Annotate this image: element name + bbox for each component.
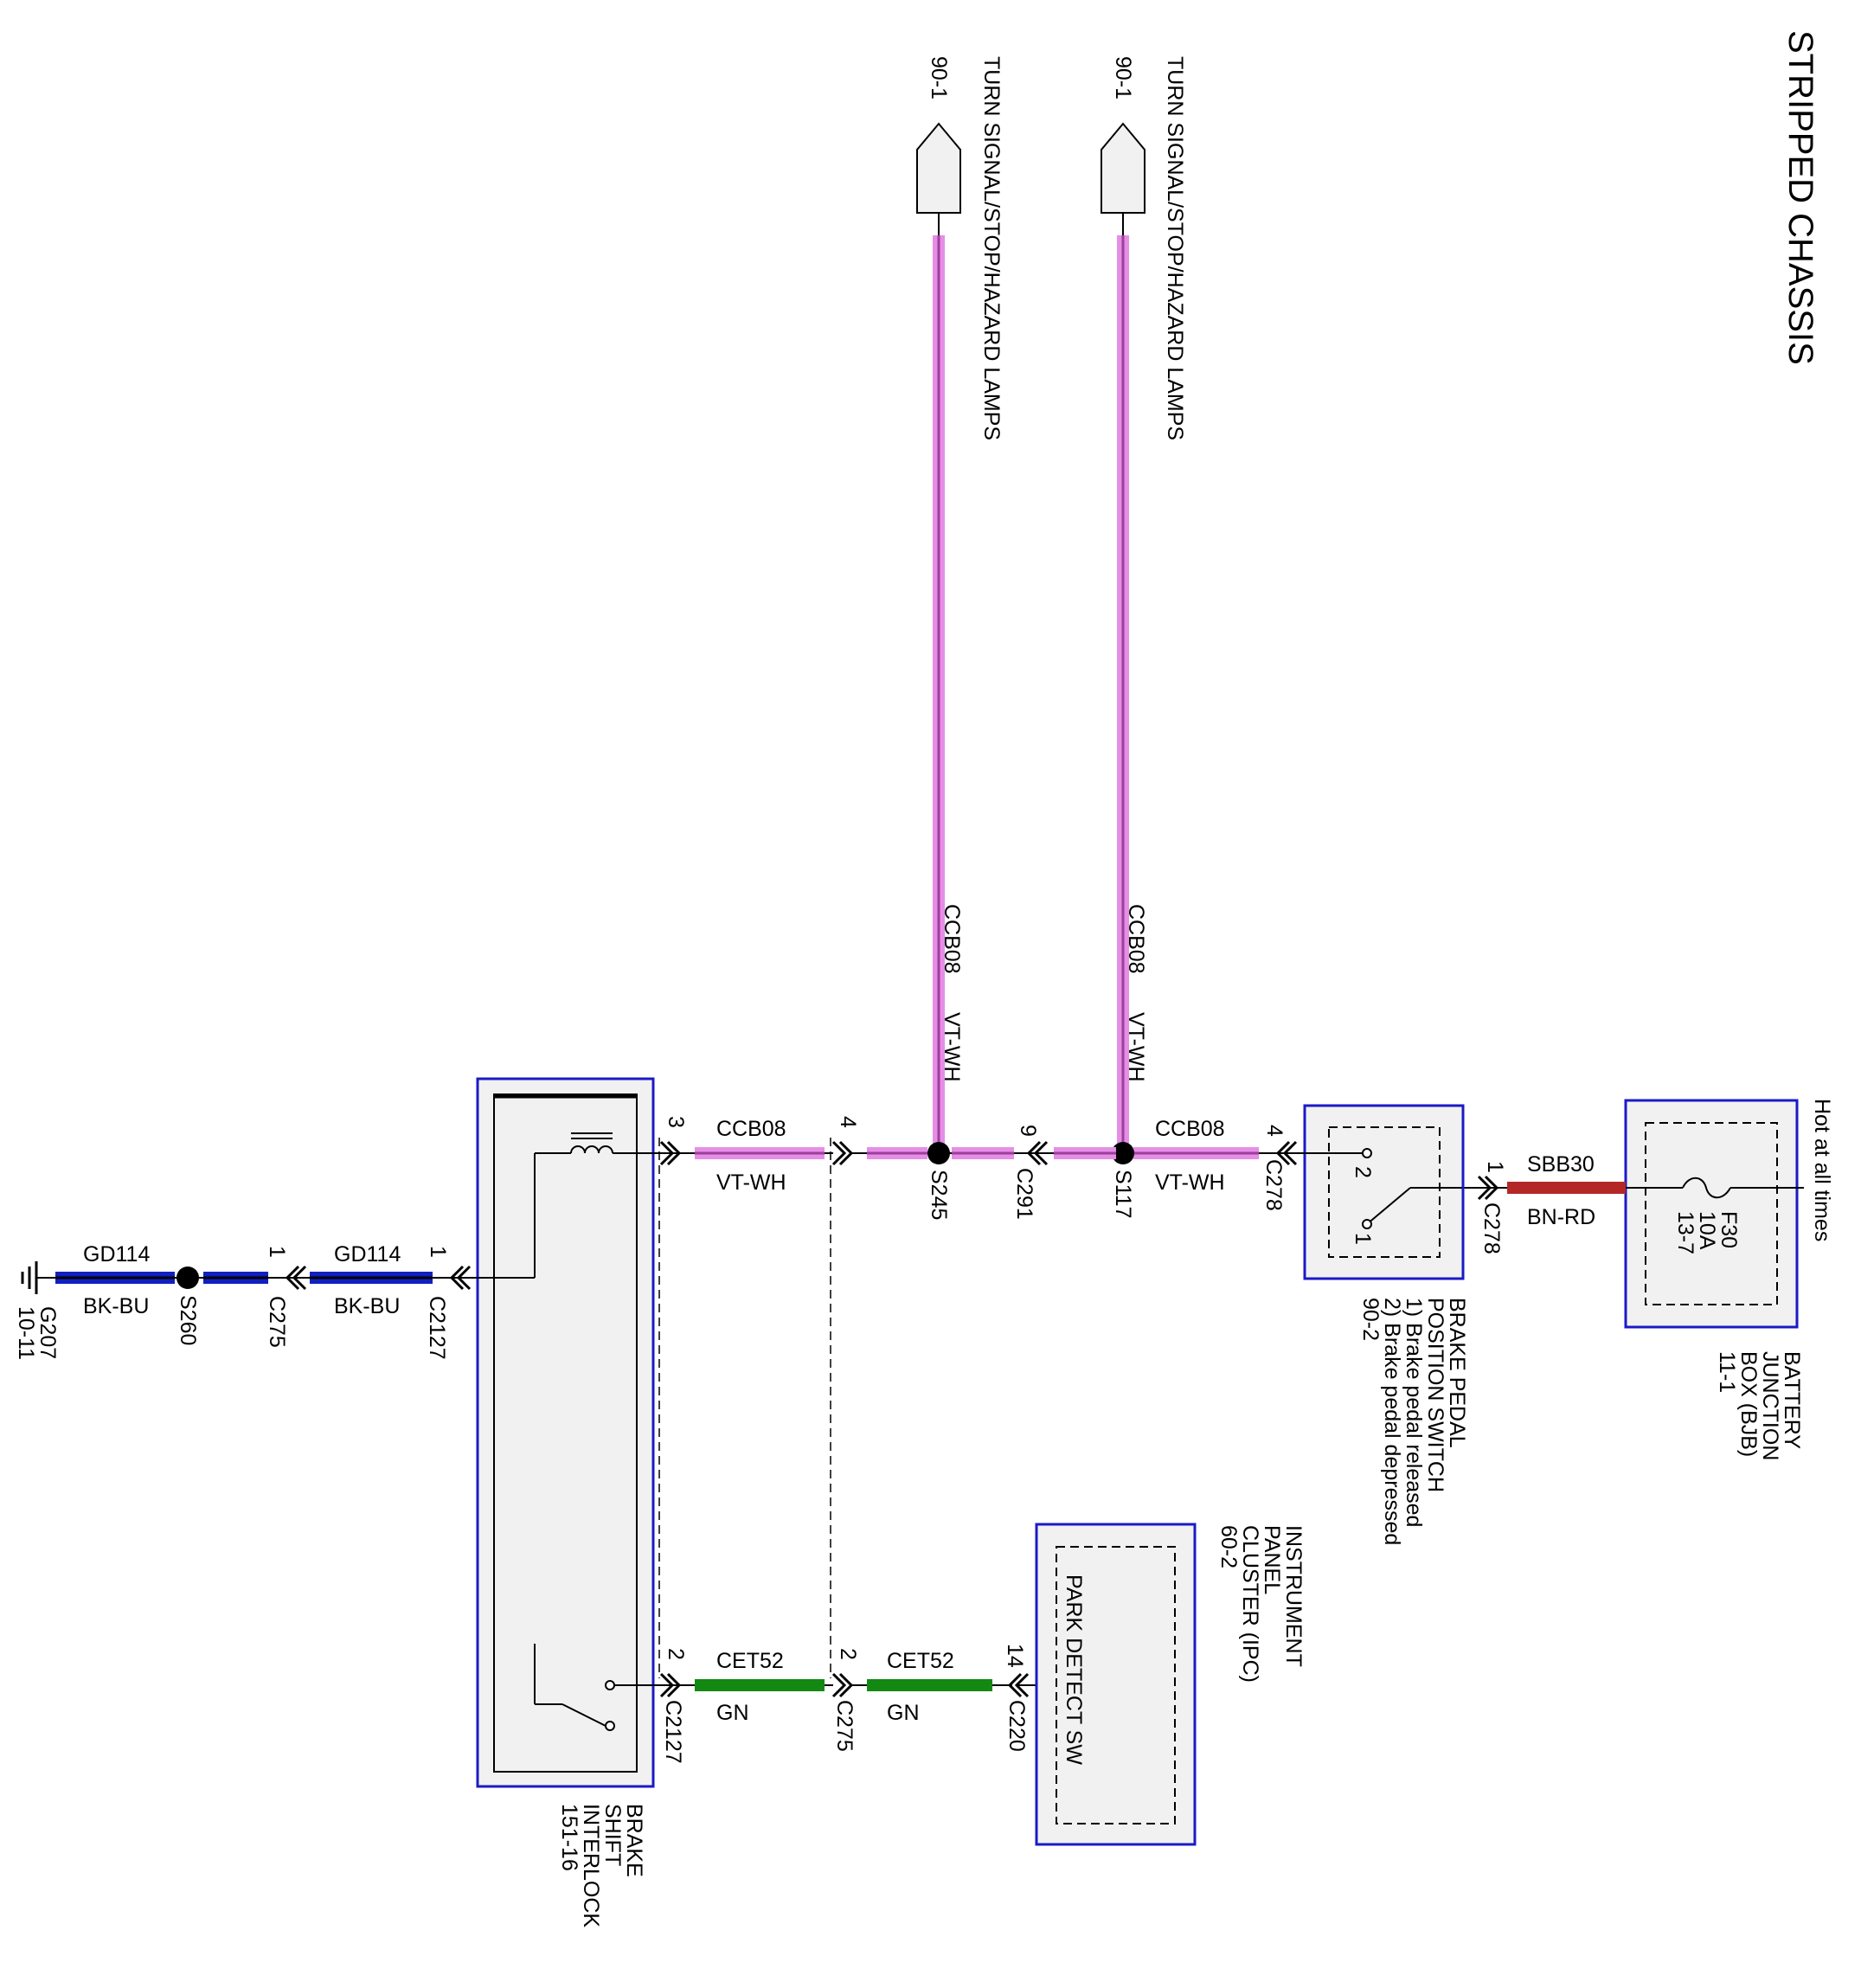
wire-ccb08-segment-c278-s117 bbox=[1123, 1147, 1280, 1159]
wire-color-label: VT-WH bbox=[1155, 1170, 1225, 1195]
connector-pin: 4 bbox=[1262, 1125, 1287, 1137]
bsi-label-line2: SHIFT bbox=[600, 1804, 625, 1866]
connector-id: C220 bbox=[1004, 1700, 1029, 1752]
connector-id: C275 bbox=[265, 1296, 289, 1348]
bpp-label-line3: 1) Brake pedal released bbox=[1402, 1298, 1426, 1527]
wire-color-label: BK-BU bbox=[83, 1294, 149, 1318]
reference-page-right: 90-1 bbox=[1111, 56, 1135, 99]
bpp-label-line5: 90-2 bbox=[1358, 1298, 1383, 1341]
fuse-name: F30 bbox=[1717, 1211, 1741, 1248]
wire-ccb08-segment-s245-c275 bbox=[852, 1147, 939, 1159]
connector-pin: 2 bbox=[836, 1648, 860, 1660]
ground-ref: 10-11 bbox=[14, 1306, 38, 1360]
bpp-label-line4: 2) Brake pedal depressed bbox=[1380, 1298, 1404, 1545]
bpp-label-line1: BRAKE PEDAL bbox=[1445, 1298, 1469, 1448]
switch-position-1: 1 bbox=[1351, 1233, 1375, 1245]
wire-color-label: GN bbox=[716, 1701, 749, 1725]
switch-contact-icon bbox=[1280, 1148, 1462, 1229]
wire-gd114-segment-c275-s260 bbox=[188, 1272, 286, 1284]
page-title: STRIPPED CHASSIS bbox=[1781, 30, 1819, 365]
wire-gd114-segment-s260-ground bbox=[36, 1272, 188, 1284]
ground-icon bbox=[21, 1261, 38, 1294]
connector-pin: 1 bbox=[426, 1246, 450, 1258]
brake-pedal-position-switch[interactable] bbox=[1303, 1104, 1465, 1280]
solenoid-coil-icon bbox=[534, 1132, 666, 1704]
connector-arrow-icon bbox=[659, 1140, 682, 1166]
connector-id: C291 bbox=[1012, 1168, 1036, 1220]
ground-id: G207 bbox=[35, 1306, 60, 1359]
reference-arrow-right[interactable] bbox=[1101, 122, 1145, 235]
connector-id: C278 bbox=[1479, 1202, 1504, 1254]
ipc-label-line3: CLUSTER (IPC) bbox=[1238, 1525, 1262, 1683]
wire-circuit-label: CET52 bbox=[716, 1649, 784, 1673]
ipc-label-line2: PANEL bbox=[1260, 1525, 1284, 1594]
park-detect-switch: PARK DETECT SW bbox=[1062, 1574, 1086, 1765]
wire-color-label: VT-WH bbox=[940, 1012, 964, 1082]
bjb-label-line4: 11-1 bbox=[1715, 1351, 1739, 1393]
wire-cet52-segment-c2127-c275 bbox=[666, 1679, 833, 1691]
wire-circuit-label: GD114 bbox=[334, 1242, 401, 1267]
wire-circuit-label: GD114 bbox=[83, 1242, 150, 1267]
power-label: Hot at all times bbox=[1810, 1099, 1834, 1241]
reference-label-right: TURN SIGNAL/STOP/HAZARD LAMPS bbox=[1163, 56, 1187, 440]
fuse-icon bbox=[1626, 1177, 1804, 1199]
wire-ccb08-segment-s117-c291 bbox=[1021, 1147, 1123, 1159]
connector-arrow-icon bbox=[1026, 1140, 1049, 1166]
connector-id: C275 bbox=[832, 1700, 857, 1752]
wire-color-label: BN-RD bbox=[1527, 1205, 1595, 1229]
connector-pin: 14 bbox=[1003, 1644, 1027, 1668]
connector-arrow-icon bbox=[831, 1672, 854, 1698]
fuse-ref: 13-7 bbox=[1673, 1211, 1697, 1254]
interlock-switch-icon bbox=[535, 1680, 666, 1731]
bsi-label-line1: BRAKE bbox=[622, 1804, 646, 1877]
wire-cet52-segment-c275-c220 bbox=[852, 1679, 1012, 1691]
reference-label-left: TURN SIGNAL/STOP/HAZARD LAMPS bbox=[979, 56, 1004, 440]
bsi-label-line4: 151-16 bbox=[557, 1804, 581, 1871]
battery-junction-box[interactable] bbox=[1624, 1099, 1799, 1329]
wire-circuit-label: CCB08 bbox=[716, 1117, 786, 1141]
switch-position-2: 2 bbox=[1351, 1166, 1375, 1178]
brake-shift-interlock[interactable] bbox=[476, 1077, 655, 1788]
wire-circuit-label: SBB30 bbox=[1527, 1152, 1595, 1177]
connector-arrow-icon bbox=[831, 1140, 854, 1166]
wire-circuit-label: CCB08 bbox=[940, 904, 964, 974]
splice-label: S260 bbox=[176, 1295, 200, 1345]
connector-pin: 1 bbox=[265, 1246, 289, 1258]
wire-circuit-label: CET52 bbox=[887, 1649, 954, 1673]
connector-id: C2127 bbox=[661, 1700, 685, 1764]
ipc-label-line1: INSTRUMENT bbox=[1281, 1525, 1306, 1667]
connector-pin: 9 bbox=[1016, 1125, 1040, 1137]
connector-pin: 1 bbox=[1483, 1161, 1507, 1173]
ipc-label-line4: 60-2 bbox=[1216, 1525, 1241, 1568]
connector-pin: 3 bbox=[664, 1116, 688, 1128]
connector-pin: 2 bbox=[664, 1648, 688, 1660]
connector-id: C278 bbox=[1261, 1159, 1286, 1211]
reference-arrow-left[interactable] bbox=[916, 122, 961, 235]
wire-color-label: BK-BU bbox=[334, 1294, 400, 1318]
wire-color-label: VT-WH bbox=[716, 1170, 786, 1195]
wire-gd114-segment-c2127-c275 bbox=[286, 1272, 452, 1284]
bjb-label-line2: JUNCTION bbox=[1758, 1351, 1782, 1460]
bjb-label-line3: BOX (BJB) bbox=[1736, 1351, 1761, 1457]
wire-color-label: VT-WH bbox=[1124, 1012, 1148, 1082]
fuse-rating: 10A bbox=[1695, 1211, 1719, 1250]
connector-pin: 4 bbox=[836, 1116, 860, 1128]
bpp-label-line2: POSITION SWITCH bbox=[1423, 1298, 1447, 1492]
splice-label: S245 bbox=[927, 1170, 951, 1220]
connector-arrow-icon bbox=[285, 1265, 307, 1291]
connector-id: C2127 bbox=[425, 1296, 449, 1360]
reference-page-left: 90-1 bbox=[927, 56, 951, 99]
instrument-panel-cluster[interactable] bbox=[1035, 1523, 1197, 1846]
wire-color-label: GN bbox=[887, 1701, 920, 1725]
splice-label: S117 bbox=[1111, 1170, 1135, 1219]
bjb-label-line1: BATTERY bbox=[1780, 1351, 1804, 1449]
wire-circuit-label: CCB08 bbox=[1124, 904, 1148, 974]
wire-ccb08-segment-c291-s245 bbox=[939, 1147, 1021, 1159]
wire-ccb08-segment-c275-c2127 bbox=[666, 1147, 833, 1159]
bsi-label-line3: INTERLOCK bbox=[579, 1804, 603, 1927]
wire-circuit-label: CCB08 bbox=[1155, 1117, 1225, 1141]
connector-arrow-icon bbox=[1462, 1175, 1507, 1201]
